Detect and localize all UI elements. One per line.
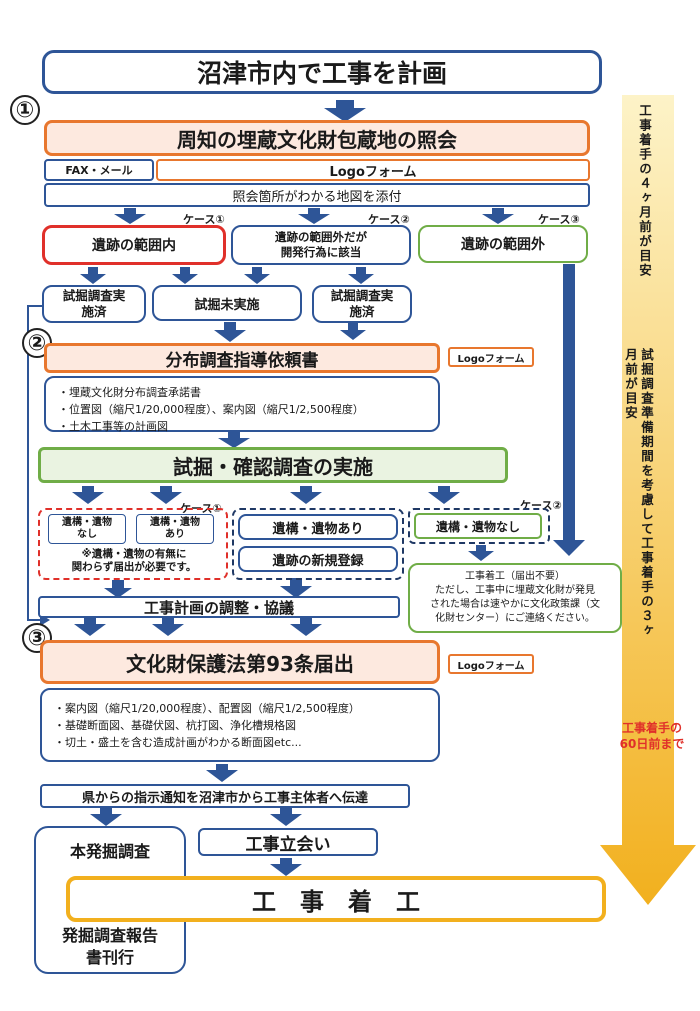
trial-done-box-1: 試掘調査実 施済	[42, 285, 146, 323]
arrow	[298, 208, 330, 224]
case-1-label: ケース①	[183, 213, 225, 226]
side-text-4months: 工事着手の４ヶ月前が目安	[637, 104, 652, 278]
list-item: ・基礎断面図、基礎伏図、杭打図、浄化槽規格図	[54, 719, 296, 732]
arrow	[150, 486, 182, 504]
arrow	[290, 486, 322, 504]
arrow	[206, 764, 238, 782]
outside-site-box: 遺跡の範囲外	[418, 225, 588, 263]
remains-exist-small: 遺構・遺物 あり	[136, 514, 214, 544]
dist-docs-list: ・埋蔵文化財分布調査承諾書 ・位置図（縮尺1/20,000程度）、案内図（縮尺1…	[44, 376, 440, 433]
logo-form-tag-2: Logoフォーム	[448, 654, 534, 674]
report-pub-label: 発掘調査報告 書刊行	[61, 926, 158, 967]
construction-note-box: 工事着工（届出不要） ただし、工事中に埋蔵文化財が発見 された場合は速やかに文化…	[408, 563, 622, 633]
arrow	[244, 267, 270, 284]
arrow	[553, 264, 585, 556]
arrow	[74, 618, 106, 636]
arrow	[218, 432, 250, 448]
dist-request-box: 分布調査指導依頼書	[44, 343, 440, 373]
arrow	[340, 322, 366, 340]
plan-adjust-box: 工事計画の調整・協議	[38, 596, 400, 618]
arrow	[348, 267, 374, 284]
case-2-label: ケース②	[368, 213, 410, 226]
list-item: ・位置図（縮尺1/20,000程度）、案内図（縮尺1/2,500程度）	[58, 403, 364, 416]
case-3-label: ケース③	[538, 213, 580, 226]
arrow	[468, 545, 494, 561]
list-item: ・案内図（縮尺1/20,000程度）、配置図（縮尺1/2,500程度）	[54, 702, 360, 715]
arrow	[428, 486, 460, 504]
logo-form-label: Logoフォーム	[156, 159, 590, 181]
arrow	[214, 322, 246, 342]
arrow	[270, 808, 302, 826]
side-text-3months: 試掘調査準備期間を考慮して工事着手の３ヶ月前が目安	[623, 348, 654, 638]
site-witness-box: 工事立会い	[198, 828, 378, 856]
notice-required-text: ※遺構・遺物の有無に 関わらず届出が必要です。	[71, 548, 197, 573]
remains-none-small: 遺構・遺物 なし	[48, 514, 126, 544]
arrow	[324, 100, 366, 122]
page-title: 沼津市内で工事を計画	[42, 50, 602, 94]
arrow	[114, 208, 146, 224]
connector-line	[27, 305, 42, 621]
side-text-60days: 工事着手の 60日前まで	[619, 721, 685, 751]
arrow	[80, 267, 106, 284]
remains-none-box: 遺構・遺物なし	[414, 513, 542, 539]
construction-start-box: 工 事 着 工	[66, 876, 606, 922]
case1-dashed-group	[38, 508, 228, 580]
pref-notice-box: 県からの指示通知を沼津市から工事主体者へ伝達	[40, 784, 410, 808]
attach-map-label: 照会箇所がわかる地図を添付	[44, 183, 590, 207]
arrow	[90, 808, 122, 826]
arrow	[270, 858, 302, 876]
list-item: ・埋蔵文化財分布調査承諾書	[58, 386, 201, 399]
trial-done-box-2: 試掘調査実 施済	[312, 285, 412, 323]
arrow	[152, 618, 184, 636]
trial-not-done-box: 試掘未実施	[152, 285, 302, 321]
outside-dev-box: 遺跡の範囲外だが 開発行為に該当	[231, 225, 411, 265]
main-excavation-label: 本発掘調査	[69, 842, 150, 861]
trial-confirm-box: 試掘・確認調査の実施	[38, 447, 508, 483]
remains-exist-box: 遺構・遺物あり	[238, 514, 398, 540]
arrow	[482, 208, 514, 224]
within-site-box: 遺跡の範囲内	[42, 225, 226, 265]
step-1-badge: ①	[10, 95, 40, 125]
art93-box: 文化財保護法第93条届出	[40, 640, 440, 684]
list-item: ・切土・盛土を含む造成計画がわかる断面図etc...	[54, 736, 302, 749]
fax-mail-label: FAX・メール	[44, 159, 154, 181]
timeline-arrow	[600, 95, 696, 905]
arrow	[172, 267, 198, 284]
case1-blue-dashed-group	[232, 508, 404, 580]
new-site-reg-box: 遺跡の新規登録	[238, 546, 398, 572]
case2-dashed-group	[408, 508, 550, 544]
arrow	[280, 578, 312, 598]
logo-form-tag-1: Logoフォーム	[448, 347, 534, 367]
arrow	[104, 580, 132, 598]
list-item: ・土木工事等の計画図	[58, 420, 168, 433]
arrow	[72, 486, 104, 504]
arrow	[290, 618, 322, 636]
inquiry-box: 周知の埋蔵文化財包蔵地の照会	[44, 120, 590, 156]
art93-docs-list: ・案内図（縮尺1/20,000程度）、配置図（縮尺1/2,500程度） ・基礎断…	[40, 688, 440, 762]
